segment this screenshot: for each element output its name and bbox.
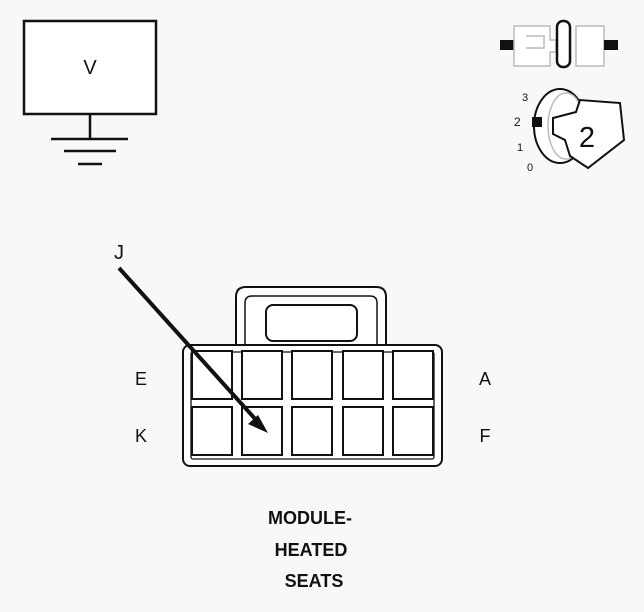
pin-cavity: [392, 406, 434, 456]
pin-cavity: [342, 406, 384, 456]
ground-icon: [51, 114, 128, 166]
ignition-key-icon: 3 2 1 0 2: [514, 88, 626, 174]
pin-cavity: [291, 350, 333, 400]
connector-caption-line-3: SEATS: [284, 571, 344, 591]
voltmeter-symbol: V: [22, 19, 158, 166]
connector-latch-slot: [265, 304, 358, 342]
probe-label: J: [114, 242, 124, 264]
ignition-position-1: 1: [517, 142, 523, 154]
voltmeter-label: V: [83, 57, 97, 79]
connector-disconnected-icon: [500, 19, 618, 69]
pin-cavity: [241, 406, 283, 456]
ignition-position-3: 3: [522, 92, 528, 104]
probe-arrow: [117, 266, 268, 433]
pin-cavity: [392, 350, 434, 400]
voltmeter-box: [22, 19, 158, 116]
pin-label-k: K: [135, 426, 147, 446]
pin-cavity: [342, 350, 384, 400]
pin-cavity: [191, 406, 233, 456]
connector-caption-line-1: MODULE-: [268, 508, 352, 528]
arrow-head-icon: [248, 415, 268, 433]
pin-label-a: A: [479, 369, 491, 389]
pin-cavity: [291, 406, 333, 456]
ignition-key-number: 2: [579, 122, 595, 154]
ignition-position-0: 0: [527, 162, 533, 174]
ignition-position-2: 2: [514, 115, 521, 129]
pin-label-f: F: [480, 426, 491, 446]
connector-caption-line-2: HEATED: [274, 540, 348, 560]
pin-label-e: E: [135, 369, 147, 389]
pin-cavity: [241, 350, 283, 400]
